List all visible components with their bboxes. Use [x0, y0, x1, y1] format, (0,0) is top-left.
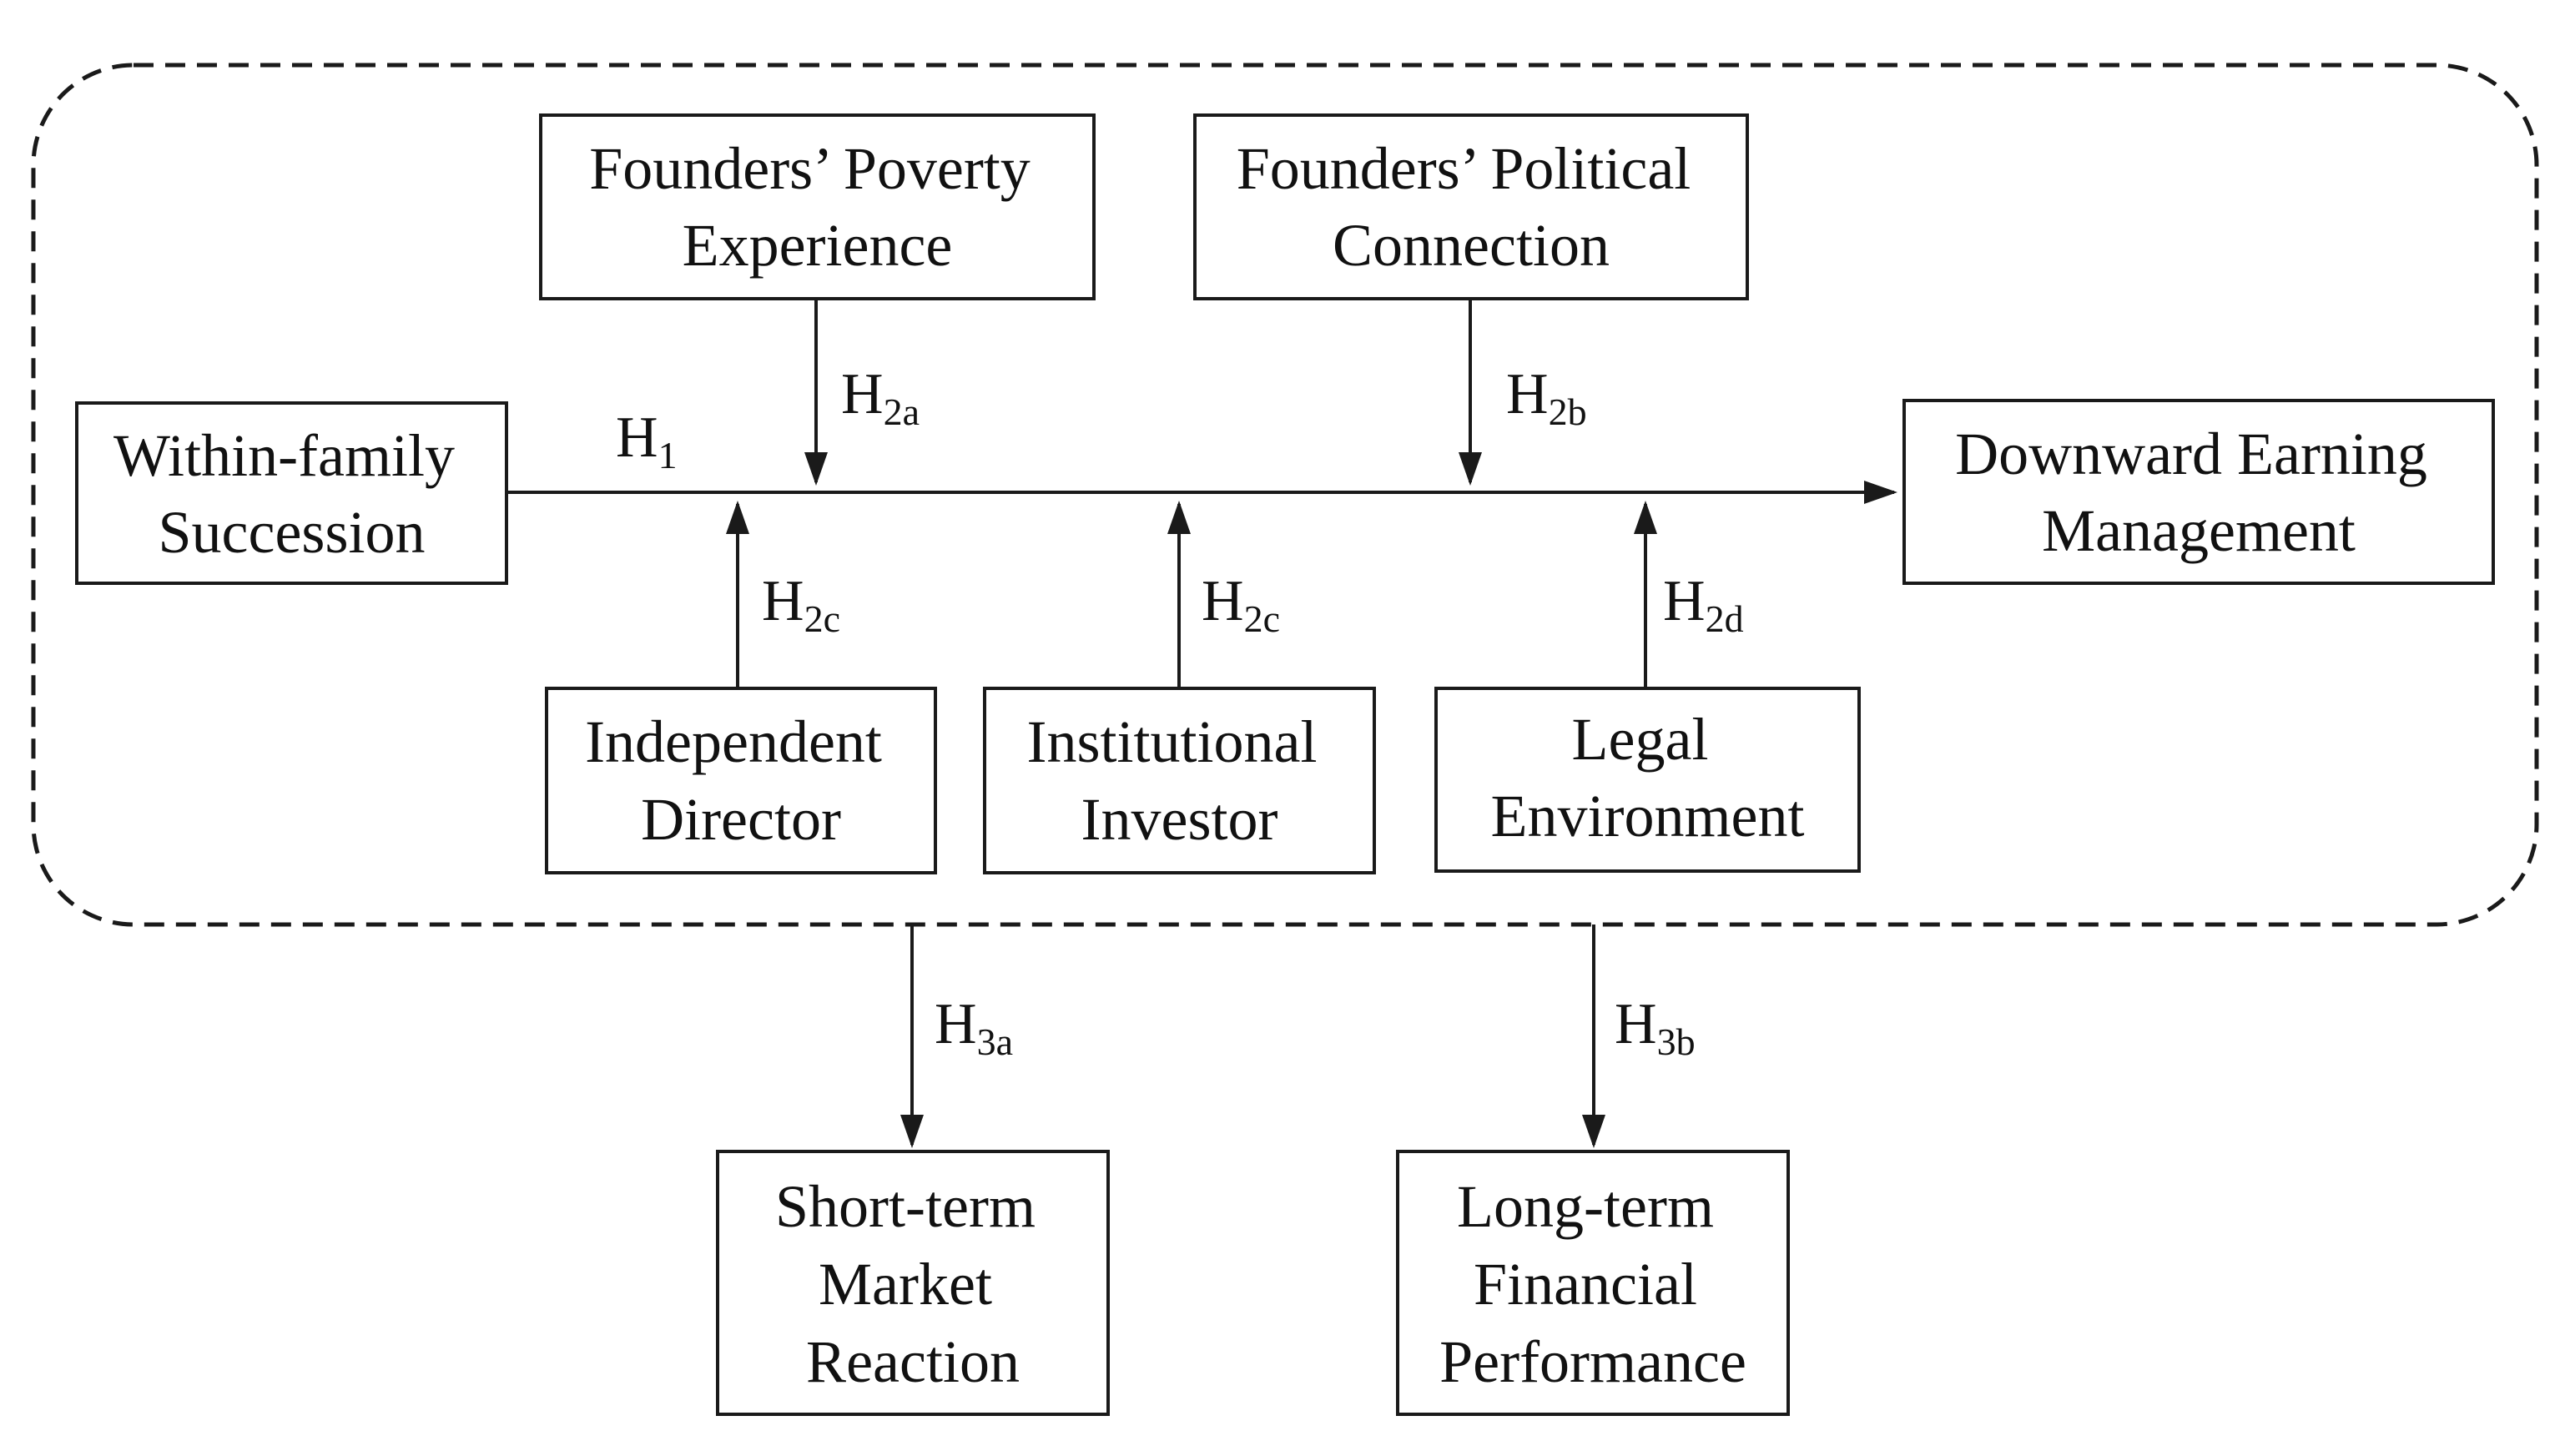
svg-text:Downward Earning Managem: Downward Earning Management: [1955, 421, 2442, 564]
h3a-label: H3a: [935, 992, 1013, 1063]
within-family-succession-node: Within-family Succession: [75, 401, 508, 585]
h2a-label: H2a: [841, 362, 920, 433]
founders-poverty-experience-node: Founders’ Poverty Experience: [539, 113, 1096, 300]
short-term-market-reaction-node: Short-term Market Reaction: [716, 1150, 1110, 1416]
long-term-financial-performance-node: Long-term Financial Performance: [1396, 1150, 1790, 1416]
institutional-investor-node: Institutional Investor: [983, 687, 1376, 874]
downward-earning-management-node: Downward Earning Management: [1902, 399, 2495, 585]
svg-text:Institutional Investor: Institutional Investor: [1027, 708, 1333, 853]
h2c-director-label: H2c: [762, 569, 840, 640]
founders-political-connection-node: Founders’ Political Connection: [1193, 113, 1749, 300]
h2b-label: H2b: [1506, 362, 1587, 433]
h2c-investor-label: H2c: [1202, 569, 1280, 640]
h1-label: H1: [616, 406, 678, 476]
svg-text:Long-term Financial: Long-term Financial Performance: [1439, 1173, 1746, 1395]
svg-text:Founders’ Political Conn: Founders’ Political Connection: [1237, 135, 1706, 279]
svg-text:Within-family Succession: Within-family Succession: [113, 422, 470, 566]
svg-text:Legal Environment: Legal Environment: [1491, 706, 1805, 849]
independent-director-node: Independent Director: [545, 687, 937, 874]
svg-text:Independent Director: Independent Director: [585, 708, 897, 853]
h2d-label: H2d: [1663, 569, 1744, 640]
h3b-label: H3b: [1615, 992, 1696, 1063]
svg-text:Short-term Market: Short-term Market Reaction: [775, 1173, 1051, 1395]
moderated-model-frame: [31, 63, 2539, 927]
legal-environment-node: Legal Environment: [1434, 687, 1861, 873]
svg-text:Founders’ Poverty Experi: Founders’ Poverty Experience: [589, 135, 1046, 279]
